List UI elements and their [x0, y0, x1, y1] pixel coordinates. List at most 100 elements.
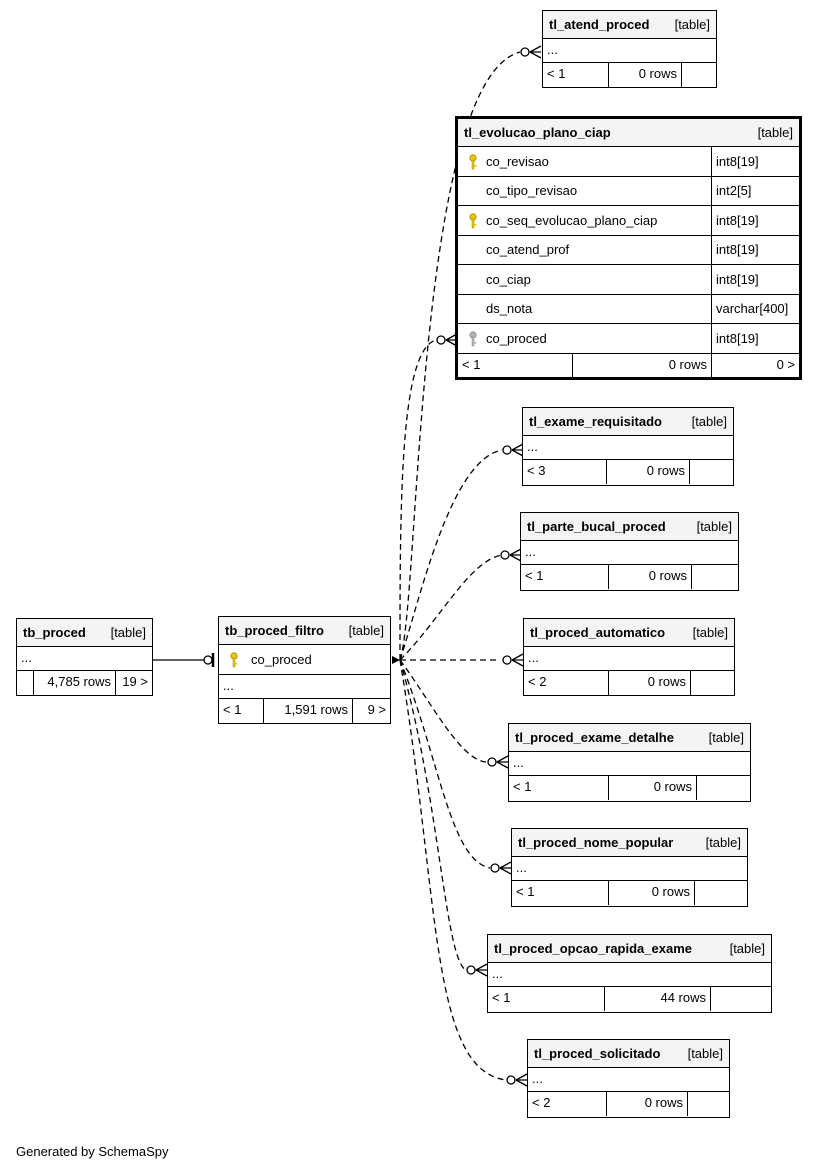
columns-ellipsis: ...	[528, 1068, 729, 1092]
table-name: tb_proced_filtro	[225, 623, 324, 638]
parents-count: < 1	[488, 987, 605, 1011]
table-name: tb_proced	[23, 625, 86, 640]
parents-count: < 1	[521, 565, 609, 589]
table-type: [table]	[674, 17, 710, 32]
row-count: 0 rows	[609, 881, 695, 905]
table-type: [table]	[729, 941, 765, 956]
column-name: co_ciap	[486, 271, 531, 287]
parents-count: < 1	[458, 353, 573, 378]
relationship-tl-proced-nome-popular	[399, 659, 491, 869]
primary-key-icon	[225, 651, 243, 668]
table-tb-proced[interactable]: tb_proced [table] ... 4,785 rows 19 >	[16, 618, 153, 696]
table-name: tl_proced_exame_detalhe	[515, 730, 674, 745]
table-type: [table]	[691, 414, 727, 429]
children-count: 0 >	[776, 356, 795, 372]
parents-count: < 2	[528, 1092, 607, 1116]
column-name: co_seq_evolucao_plano_ciap	[486, 212, 658, 228]
column-name: co_proced	[251, 652, 312, 667]
relationship-tl-proced-opcao-rapida-exame	[399, 659, 467, 971]
parents-count: < 1	[509, 776, 609, 800]
row-count: 0 rows	[609, 671, 691, 695]
children-count: 9 >	[367, 702, 386, 717]
columns-ellipsis: ...	[488, 963, 771, 987]
column-type: varchar[400]	[716, 301, 789, 317]
table-name: tl_proced_nome_popular	[518, 835, 674, 850]
column-name: co_revisao	[486, 153, 549, 169]
table-tl-proced-nome-popular[interactable]: tl_proced_nome_popular [table] ... < 1 0 …	[511, 828, 748, 907]
table-type: [table]	[705, 835, 741, 850]
table-type: [table]	[110, 625, 146, 640]
column-name: co_tipo_revisao	[486, 183, 578, 199]
parents-count: < 1	[512, 881, 609, 905]
foreign-key-icon	[464, 330, 482, 347]
row-count: 0 rows	[607, 460, 690, 484]
relationship-tl-exame-requisitado	[399, 449, 503, 661]
row-count: 0 rows	[607, 1092, 688, 1116]
table-tb-proced-filtro[interactable]: tb_proced_filtro [table] co_proced ... < …	[218, 616, 391, 724]
column-type: int2[5]	[716, 183, 752, 199]
columns-ellipsis: ...	[524, 647, 734, 671]
columns-ellipsis: ...	[509, 752, 750, 776]
columns-ellipsis: ...	[512, 857, 747, 881]
relationship-tl-evolucao-plano-ciap	[399, 339, 437, 661]
row-count: 44 rows	[605, 987, 711, 1011]
parents-count: < 3	[523, 460, 607, 484]
column-row: ds_nota varchar[400]	[458, 294, 799, 324]
column-type: int8[19]	[716, 242, 759, 258]
column-row: co_tipo_revisao int2[5]	[458, 176, 799, 206]
relationship-tl-proced-solicitado	[399, 659, 507, 1081]
table-tl-proced-automatico[interactable]: tl_proced_automatico [table] ... < 2 0 ro…	[523, 618, 735, 696]
table-type: [table]	[708, 730, 744, 745]
table-name: tl_evolucao_plano_ciap	[464, 125, 611, 140]
column-type: int8[19]	[716, 212, 759, 228]
primary-key-icon	[464, 212, 482, 229]
row-count: 1,591 rows	[264, 699, 353, 723]
table-name: tl_proced_automatico	[530, 625, 666, 640]
table-type: [table]	[692, 625, 728, 640]
table-type: [table]	[696, 519, 732, 534]
table-tl-proced-opcao-rapida-exame[interactable]: tl_proced_opcao_rapida_exame[table] ... …	[487, 934, 772, 1013]
row-count: 0 rows	[573, 353, 712, 378]
table-type: [table]	[687, 1046, 723, 1061]
generated-by-credit: Generated by SchemaSpy	[16, 1144, 169, 1159]
row-count: 4,785 rows	[34, 671, 116, 695]
table-type: [table]	[348, 623, 384, 638]
columns-ellipsis: ...	[521, 541, 738, 565]
table-tl-proced-exame-detalhe[interactable]: tl_proced_exame_detalhe [table] ... < 1 0…	[508, 723, 751, 802]
table-tl-exame-requisitado[interactable]: tl_exame_requisitado[table] ... < 3 0 ro…	[522, 407, 734, 486]
column-row: co_seq_evolucao_plano_ciap int8[19]	[458, 206, 799, 236]
row-count: 0 rows	[609, 776, 697, 800]
row-count: 0 rows	[609, 565, 692, 589]
parents-count: < 2	[524, 671, 609, 695]
table-tl-parte-bucal-proced[interactable]: tl_parte_bucal_proced [table] ... < 1 0 r…	[520, 512, 739, 591]
column-type: int8[19]	[716, 153, 759, 169]
column-row: co_revisao int8[19]	[458, 147, 799, 177]
relationship-tl-atend-proced	[399, 51, 521, 661]
relationship-tl-parte-bucal-proced	[399, 554, 503, 661]
table-name: tl_proced_opcao_rapida_exame	[494, 941, 692, 956]
table-tl-atend-proced[interactable]: tl_atend_proced[table] ... < 1 0 rows	[542, 10, 717, 88]
row-count: 0 rows	[609, 63, 682, 87]
parents-count: < 1	[543, 63, 609, 87]
column-name: ds_nota	[486, 301, 533, 317]
column-name: co_atend_prof	[486, 242, 570, 258]
table-type: [table]	[757, 125, 793, 140]
table-name: tl_atend_proced	[549, 17, 650, 32]
table-tl-evolucao-plano-ciap[interactable]: tl_evolucao_plano_ciap [table] co_revisao…	[455, 116, 802, 380]
parents-count: < 1	[219, 699, 264, 723]
table-name: tl_parte_bucal_proced	[527, 519, 666, 534]
children-count: 19 >	[122, 674, 148, 689]
primary-key-icon	[464, 153, 482, 170]
column-row: co_proced	[219, 645, 390, 675]
column-name: co_proced	[486, 330, 547, 346]
columns-ellipsis: ...	[17, 647, 152, 671]
table-tl-proced-solicitado[interactable]: tl_proced_solicitado[table] ... < 2 0 ro…	[527, 1039, 730, 1118]
column-row: co_atend_prof int8[19]	[458, 235, 799, 265]
columns-ellipsis: ...	[219, 675, 390, 699]
table-name: tl_exame_requisitado	[529, 414, 662, 429]
column-type: int8[19]	[716, 330, 759, 346]
column-row: co_proced int8[19]	[458, 324, 799, 354]
column-type: int8[19]	[716, 271, 759, 287]
column-row: co_ciap int8[19]	[458, 265, 799, 295]
